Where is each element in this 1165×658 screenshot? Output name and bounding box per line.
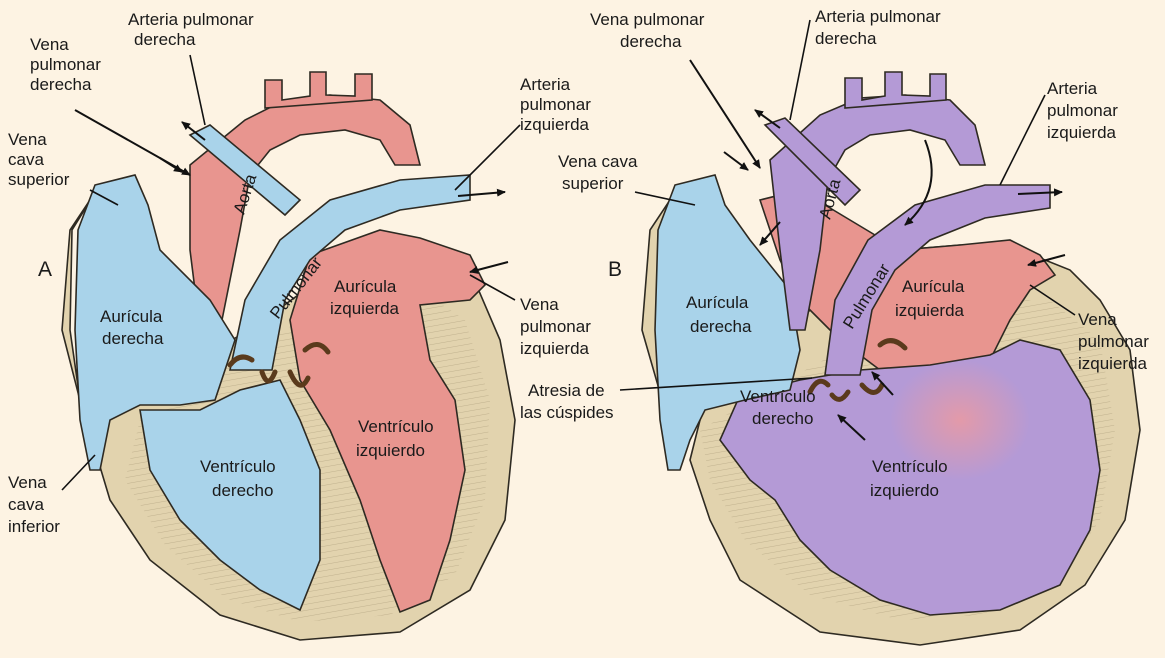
- panel-a: A Arteria pulmonar derecha Vena pulmonar…: [8, 10, 596, 640]
- arrow-b-vena-pulm-der-2: [724, 152, 748, 170]
- leader-a-vena-cava-inf: [62, 455, 95, 490]
- label-vena-cava-superior-b: Vena cava superior: [558, 152, 642, 193]
- label-vena-cava-inferior-a: Vena cava inferior: [8, 473, 60, 536]
- label-vena-pulmonar-izquierda-b: Vena pulmonar izquierda: [1078, 310, 1154, 373]
- label-arteria-pulmonar-derecha-a: Arteria pulmonar derecha: [128, 10, 258, 49]
- label-vena-pulmonar-derecha-b: Vena pulmonar derecha: [590, 10, 709, 51]
- label-vena-cava-superior-a: Vena cava superior: [8, 130, 70, 189]
- leader-b-art-pulm-izq: [1000, 95, 1045, 185]
- panel-letter-b: B: [608, 258, 622, 281]
- arrow-a-vena-pulm-der-2: [160, 158, 182, 172]
- label-vena-pulmonar-izquierda-a: Vena pulmonar izquierda: [520, 295, 596, 358]
- label-arteria-pulmonar-izquierda-b: Arteria pulmonar izquierda: [1047, 79, 1123, 142]
- label-arteria-pulmonar-izquierda-a: Arteria pulmonar izquierda: [520, 75, 596, 134]
- leader-a-art-pulm-der: [190, 55, 205, 125]
- label-atresia-b: Atresia de las cúspides: [520, 381, 614, 422]
- leader-a-art-pulm-izq: [455, 125, 520, 190]
- label-arteria-pulmonar-derecha-b: Arteria pulmonar derecha: [815, 7, 945, 48]
- leader-b-art-pulm-der: [790, 20, 810, 120]
- panel-letter-a: A: [38, 258, 52, 281]
- label-vena-pulmonar-derecha-a: Vena pulmonar derecha: [30, 35, 106, 94]
- panel-b: B Vena pulmonar derecha Arteria pulmonar…: [520, 7, 1154, 645]
